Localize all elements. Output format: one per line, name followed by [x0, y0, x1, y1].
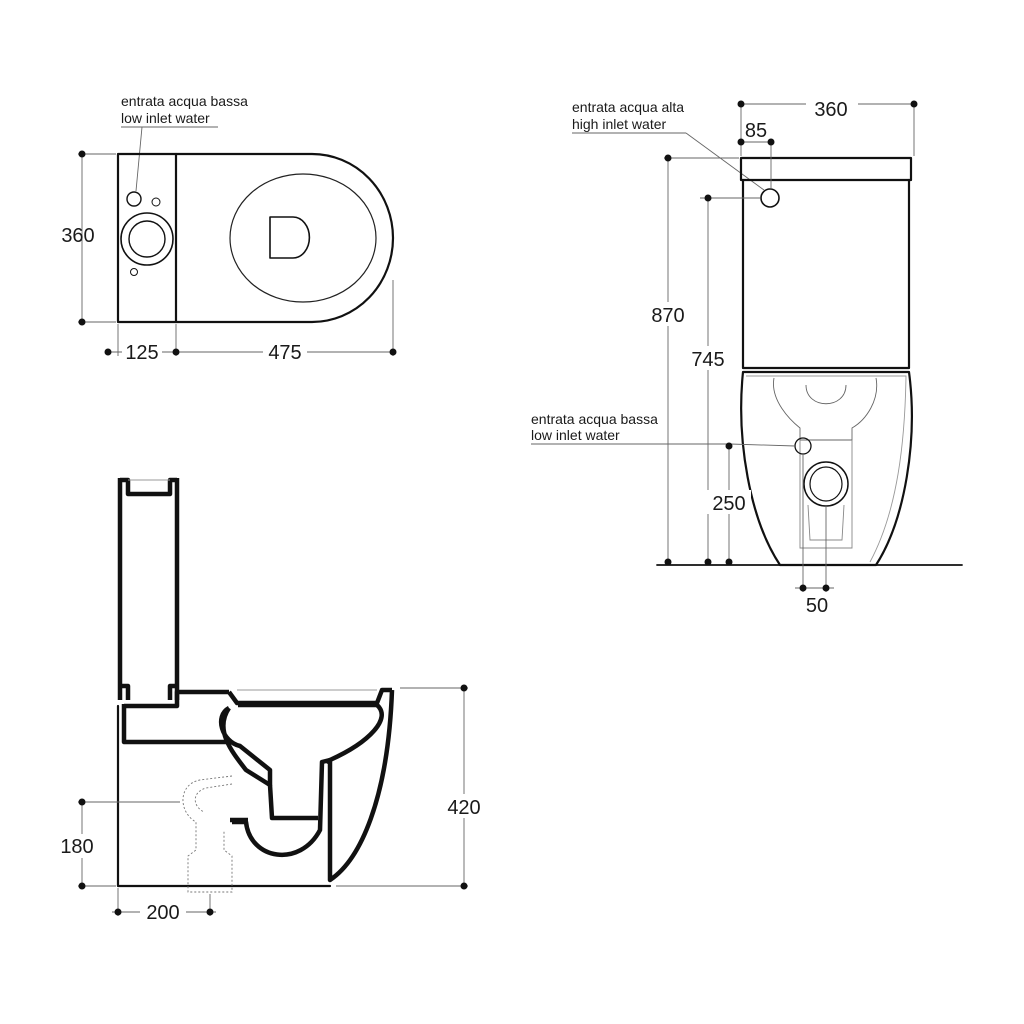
side-180-dot-bottom: [78, 882, 86, 890]
side-trapway-outer: [232, 689, 395, 883]
front-tank-body: [741, 178, 911, 370]
front-high-inlet-height-label: 745: [691, 349, 724, 371]
front-high-inlet-line2: high inlet water: [572, 116, 667, 132]
front-width-label: 360: [814, 99, 847, 121]
front-bowl-rim-cut: [805, 384, 847, 405]
front-height-dot-bottom: [664, 558, 672, 566]
front-high-inlet-line1: entrata acqua alta: [572, 99, 684, 115]
front-low-inlet-height-label: 250: [712, 493, 745, 515]
side-outlet-pipe-inner-dashed: [194, 783, 233, 813]
front-low-note-leader: [729, 443, 796, 447]
plan-inlet-circle: [126, 191, 142, 207]
side-trap-weir: [267, 784, 318, 821]
plan-len-dot-left: [104, 348, 112, 356]
front-low-dot-top: [725, 442, 733, 450]
plan-tank-width-label: 125: [125, 342, 158, 364]
front-bowl-inner-contour: [773, 377, 878, 441]
plan-len-dot-mid: [172, 348, 180, 356]
side-bowl-back-inner: [238, 702, 384, 765]
front-view: entrata acqua alta high inlet water 360: [531, 94, 963, 617]
side-tank-walls: [117, 478, 180, 700]
front-pedestal-inner-line: [746, 375, 907, 563]
plan-view: entrata acqua bassa low inlet water 360: [61, 93, 397, 364]
side-outlet-distance-label: 200: [146, 902, 179, 924]
plan-small-hole-bottom: [130, 268, 138, 276]
front-high-dot-bottom: [704, 558, 712, 566]
front-high-dot-top: [704, 194, 712, 202]
side-tank-bottom-stubs: [120, 683, 177, 700]
plan-len-dot-right: [389, 348, 397, 356]
front-low-dot-bottom: [725, 558, 733, 566]
plan-flush-valve-outer: [120, 212, 174, 266]
plan-inlet-note-line1: entrata acqua bassa: [121, 93, 248, 109]
front-width-dot-left: [737, 100, 745, 108]
front-50-dot-left: [799, 584, 807, 592]
front-low-inlet-line2: low inlet water: [531, 427, 620, 443]
side-200-dot-right: [206, 908, 214, 916]
front-width-dot-right: [910, 100, 918, 108]
side-420-label-bg: [442, 794, 486, 818]
side-200-label-bg: [140, 900, 186, 924]
plan-depth-dot-top: [78, 150, 86, 158]
plan-bowl-label-bg: [263, 340, 307, 362]
side-view: 420 180 200: [56, 477, 486, 924]
plan-small-hole: [151, 197, 161, 207]
side-outlet-pipe-dashed: [182, 775, 233, 893]
side-tank-seat-joint: [121, 689, 229, 745]
side-180-label-bg: [56, 834, 100, 858]
front-height-label-bg: [646, 302, 690, 326]
plan-drain-d-shape: [269, 216, 311, 259]
front-width-label-bg: [806, 94, 858, 118]
plan-bowl-ellipse: [229, 173, 377, 303]
front-offset-dot-left: [737, 138, 745, 146]
plan-depth-label: 360: [61, 225, 94, 247]
plan-inlet-note-line2: low inlet water: [121, 110, 210, 126]
front-tank-lid: [739, 156, 913, 182]
front-low-label-bg: [707, 490, 751, 514]
side-180-dot-top: [78, 798, 86, 806]
side-tank-top: [120, 477, 177, 497]
front-offset-dot-right: [767, 138, 775, 146]
plan-bowl-length-label: 475: [268, 342, 301, 364]
front-inlet-offset-label: 85: [745, 120, 767, 142]
plan-depth-dot-bottom: [78, 318, 86, 326]
front-50-dot-right: [822, 584, 830, 592]
front-low-inlet-offset-label: 50: [806, 595, 828, 617]
side-bowl-front-lip: [218, 706, 273, 788]
front-bowl-pedestal: [740, 370, 913, 567]
plan-outline: [116, 152, 395, 324]
side-outlet-height-label: 180: [60, 836, 93, 858]
plan-note-leader: [135, 126, 143, 192]
plan-tank-label-bg: [122, 340, 162, 362]
front-outlet-inner: [809, 466, 843, 502]
side-seat-height-label: 420: [447, 797, 480, 819]
front-low-inlet-line1: entrata acqua bassa: [531, 411, 658, 427]
front-high-inlet-circle: [760, 188, 780, 208]
side-420-dot-top: [460, 684, 468, 692]
side-base-left-bottom: [116, 704, 332, 888]
front-height-dot-top: [664, 154, 672, 162]
side-420-dot-bottom: [460, 882, 468, 890]
plan-flush-valve-inner: [128, 220, 166, 258]
front-total-height-label: 870: [651, 305, 684, 327]
front-high-label-bg: [686, 346, 730, 370]
side-rim-top: [227, 687, 392, 706]
side-200-dot-left: [114, 908, 122, 916]
